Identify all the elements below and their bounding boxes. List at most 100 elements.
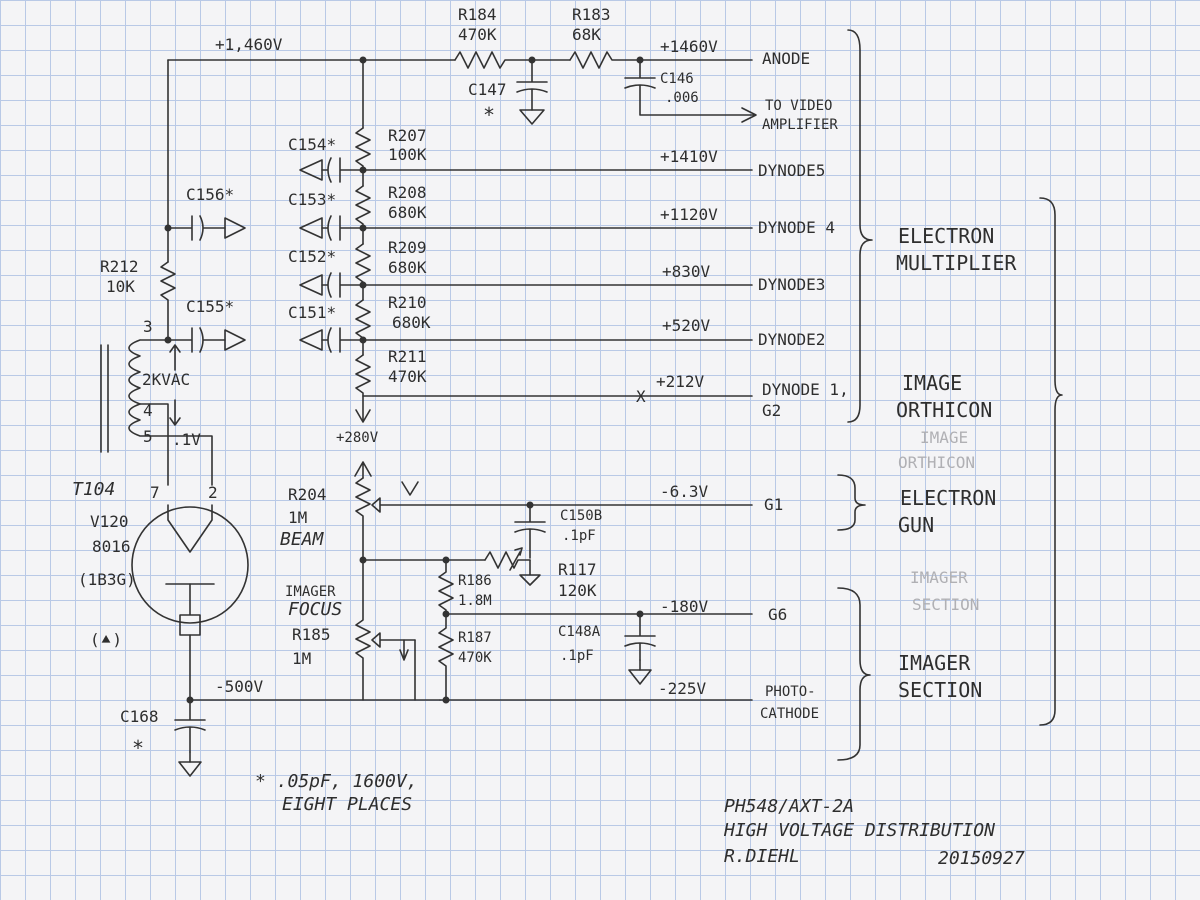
r186-value: 1.8M: [458, 593, 492, 609]
dynode4-name: DYNODE 4: [758, 218, 835, 237]
dynode5-voltage: +1410V: [660, 147, 718, 166]
r204-label: BEAM: [280, 529, 325, 550]
dynode1-name2: G2: [762, 401, 781, 420]
r184-ref: R184: [458, 5, 497, 24]
r187-value: 470K: [458, 650, 492, 666]
dynode2-voltage: +520V: [662, 316, 711, 335]
section-eg2: GUN: [898, 513, 934, 537]
r210-ref: R210: [388, 293, 427, 312]
photo-name2: CATHODE: [760, 706, 819, 722]
tube-pin7: 7: [150, 483, 160, 502]
section-io1: IMAGE: [902, 371, 962, 395]
title-author: R.DIEHL: [724, 846, 800, 867]
r208-value: 680K: [388, 203, 427, 222]
c150b-ref: C150B: [560, 508, 602, 524]
r211-value: 470K: [388, 367, 427, 386]
r187-ref: R187: [458, 630, 492, 646]
t104-pin4: 4: [143, 401, 153, 420]
dynode1-voltage: +212V: [656, 372, 705, 391]
c150b-value: .1pF: [562, 528, 596, 544]
anode-name: ANODE: [762, 49, 810, 68]
section-is2: SECTION: [898, 678, 982, 702]
video-name: TO VIDEO: [765, 98, 832, 114]
g1-voltage: -6.3V: [660, 482, 709, 501]
t104-fil: .1V: [172, 430, 201, 449]
r209-value: 680K: [388, 258, 427, 277]
c168-ref: C168: [120, 707, 159, 726]
g6-voltage: -180V: [660, 597, 709, 616]
supply-label: +1,460V: [215, 35, 283, 54]
dynode1-mark: X: [636, 387, 646, 406]
tube-type: 8016: [92, 537, 131, 556]
r208-ref: R208: [388, 183, 427, 202]
cathode-voltage: -500V: [215, 677, 264, 696]
dynode2-name: DYNODE2: [758, 330, 825, 349]
ghost-section: SECTION: [912, 595, 979, 614]
video-name2: AMPLIFIER: [762, 117, 838, 133]
dynode4-voltage: +1120V: [660, 205, 718, 224]
c153-ref: C153*: [288, 190, 336, 209]
c152-ref: C152*: [288, 247, 336, 266]
tube-ref: V120: [90, 512, 129, 531]
footnote-line1: * .05pF, 1600V,: [255, 771, 418, 792]
dynode1-name: DYNODE 1,: [762, 380, 849, 399]
title-desc: HIGH VOLTAGE DISTRIBUTION: [723, 820, 995, 841]
t104-pin5: 5: [143, 427, 153, 446]
c146-value: .006: [665, 90, 699, 106]
c155-ref: C155*: [186, 297, 234, 316]
r185-label2: FOCUS: [288, 599, 342, 620]
t104-hv: 2KVAC: [142, 370, 190, 389]
wiring: [100, 51, 757, 777]
bias-label: +280V: [336, 430, 379, 446]
c156-ref: C156*: [186, 185, 234, 204]
title-date: 20150927: [938, 848, 1025, 869]
r185-ref: R185: [292, 625, 331, 644]
r204-value: 1M: [288, 508, 307, 527]
c146-ref: C146: [660, 71, 694, 87]
g1-name: G1: [764, 495, 783, 514]
r183-ref: R183: [572, 5, 611, 24]
c147-mark: *: [483, 103, 495, 127]
section-em1: ELECTRON: [898, 224, 994, 248]
t104-ref: T104: [72, 479, 115, 500]
photo-voltage: -225V: [658, 679, 707, 698]
tube-pin2: 2: [208, 483, 218, 502]
dynode5-name: DYNODE5: [758, 161, 825, 180]
footnote-line2: EIGHT PLACES: [282, 794, 412, 815]
r212-ref: R212: [100, 257, 139, 276]
r185-value: 1M: [292, 649, 311, 668]
r211-ref: R211: [388, 347, 427, 366]
anode-voltage: +1460V: [660, 37, 718, 56]
ghost-imager: IMAGER: [910, 568, 968, 587]
section-brackets: [837, 29, 1063, 761]
r210-value: 680K: [392, 313, 431, 332]
ghost-image: IMAGE: [920, 428, 968, 447]
r183-value: 68K: [572, 25, 601, 44]
section-io2: ORTHICON: [896, 398, 992, 422]
c151-ref: C151*: [288, 303, 336, 322]
c168-mark: *: [132, 736, 144, 760]
tube-alt: (1B3G): [78, 570, 136, 589]
labels: +1,460V R184 470K R183 68K C147 * C146 .…: [72, 5, 1025, 869]
c147-ref: C147: [468, 80, 507, 99]
r186-ref: R186: [458, 573, 492, 589]
t104-pin3: 3: [143, 317, 153, 336]
r117-value: 120K: [558, 581, 597, 600]
g6-name: G6: [768, 605, 787, 624]
r185-label1: IMAGER: [285, 584, 336, 600]
r207-ref: R207: [388, 126, 427, 145]
r184-value: 470K: [458, 25, 497, 44]
r212-value: 10K: [106, 277, 135, 296]
r204-ref: R204: [288, 485, 327, 504]
c154-ref: C154*: [288, 135, 336, 154]
ghost-orthicon: ORTHICON: [898, 453, 975, 472]
section-is1: IMAGER: [898, 651, 971, 675]
r207-value: 100K: [388, 145, 427, 164]
dynode3-voltage: +830V: [662, 262, 711, 281]
r117-ref: R117: [558, 560, 597, 579]
c148a-value: .1pF: [560, 648, 594, 664]
title-model: PH548/AXT-2A: [724, 796, 854, 817]
tube-diode: (⯅): [90, 630, 122, 649]
junctions: [164, 56, 644, 704]
